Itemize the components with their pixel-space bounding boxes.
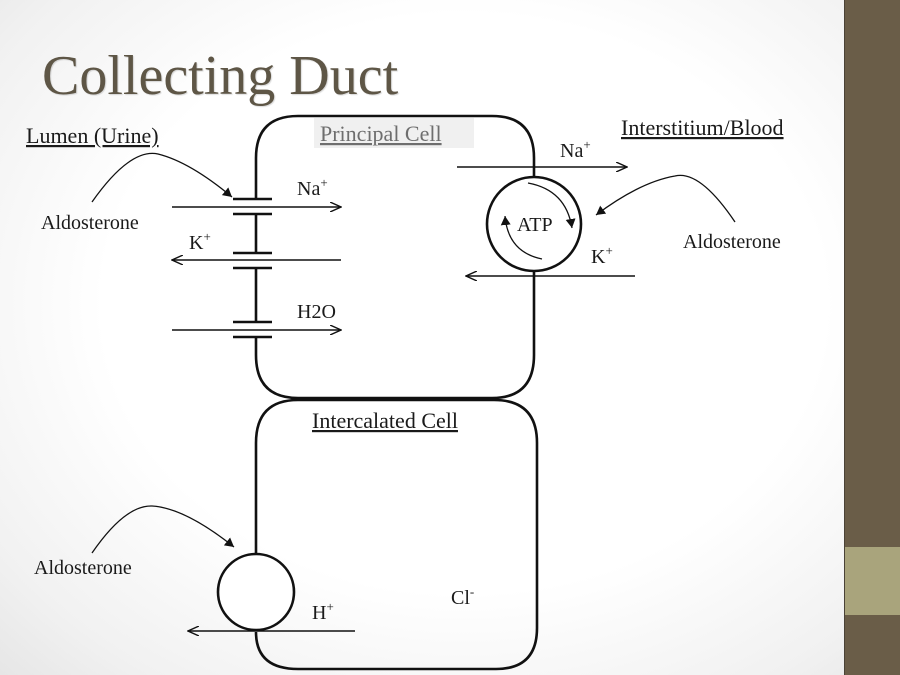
principal-cell bbox=[254, 114, 536, 400]
interstitium-label: Interstitium/Blood bbox=[621, 115, 784, 140]
intercalated-cell-label: Intercalated Cell bbox=[312, 408, 458, 433]
k-basolateral-label: K+ bbox=[591, 243, 613, 268]
pump-cycle-arrow-clockwise bbox=[527, 182, 576, 229]
aldosterone-arrow-apical bbox=[91, 152, 233, 203]
h-pump-circle bbox=[216, 552, 296, 632]
principal-cell-membrane-top bbox=[254, 114, 536, 199]
lumen-label: Lumen (Urine) bbox=[26, 123, 159, 148]
aldosterone-label-basolateral: Aldosterone bbox=[683, 231, 781, 253]
atp-label: ATP bbox=[517, 214, 553, 236]
sidebar-accent-block bbox=[845, 547, 900, 615]
intercalated-cell-membrane bbox=[254, 398, 539, 671]
principal-label-bg bbox=[314, 118, 474, 148]
na-basolateral-label: Na+ bbox=[560, 137, 591, 162]
principal-cell-membrane-bottom bbox=[254, 271, 536, 400]
collecting-duct-diagram: Lumen (Urine) Interstitium/Blood Princip… bbox=[26, 114, 784, 671]
aldosterone-arrow-basolateral bbox=[595, 174, 736, 223]
pump-circle bbox=[485, 175, 583, 273]
pump-cycle-arrow-return bbox=[500, 215, 543, 260]
aldosterone-label-intercalated: Aldosterone bbox=[34, 557, 132, 579]
slide-sidebar bbox=[844, 0, 900, 675]
slide-canvas: Collecting Duct bbox=[0, 0, 844, 675]
h-label: H+ bbox=[312, 599, 334, 624]
aldosterone-label-apical: Aldosterone bbox=[41, 212, 139, 234]
k-apical-label: K+ bbox=[189, 229, 211, 254]
aldosterone-arrow-intercalated bbox=[91, 505, 235, 554]
cl-label: Cl- bbox=[451, 584, 474, 609]
principal-cell-label: Principal Cell bbox=[320, 121, 442, 146]
slide-title: Collecting Duct bbox=[42, 45, 399, 107]
apical-channels bbox=[233, 197, 272, 339]
h2o-label: H2O bbox=[297, 301, 336, 323]
intercalated-cell bbox=[254, 398, 539, 671]
na-k-atpase-pump: ATP bbox=[485, 175, 583, 273]
na-apical-label: Na+ bbox=[297, 175, 328, 200]
